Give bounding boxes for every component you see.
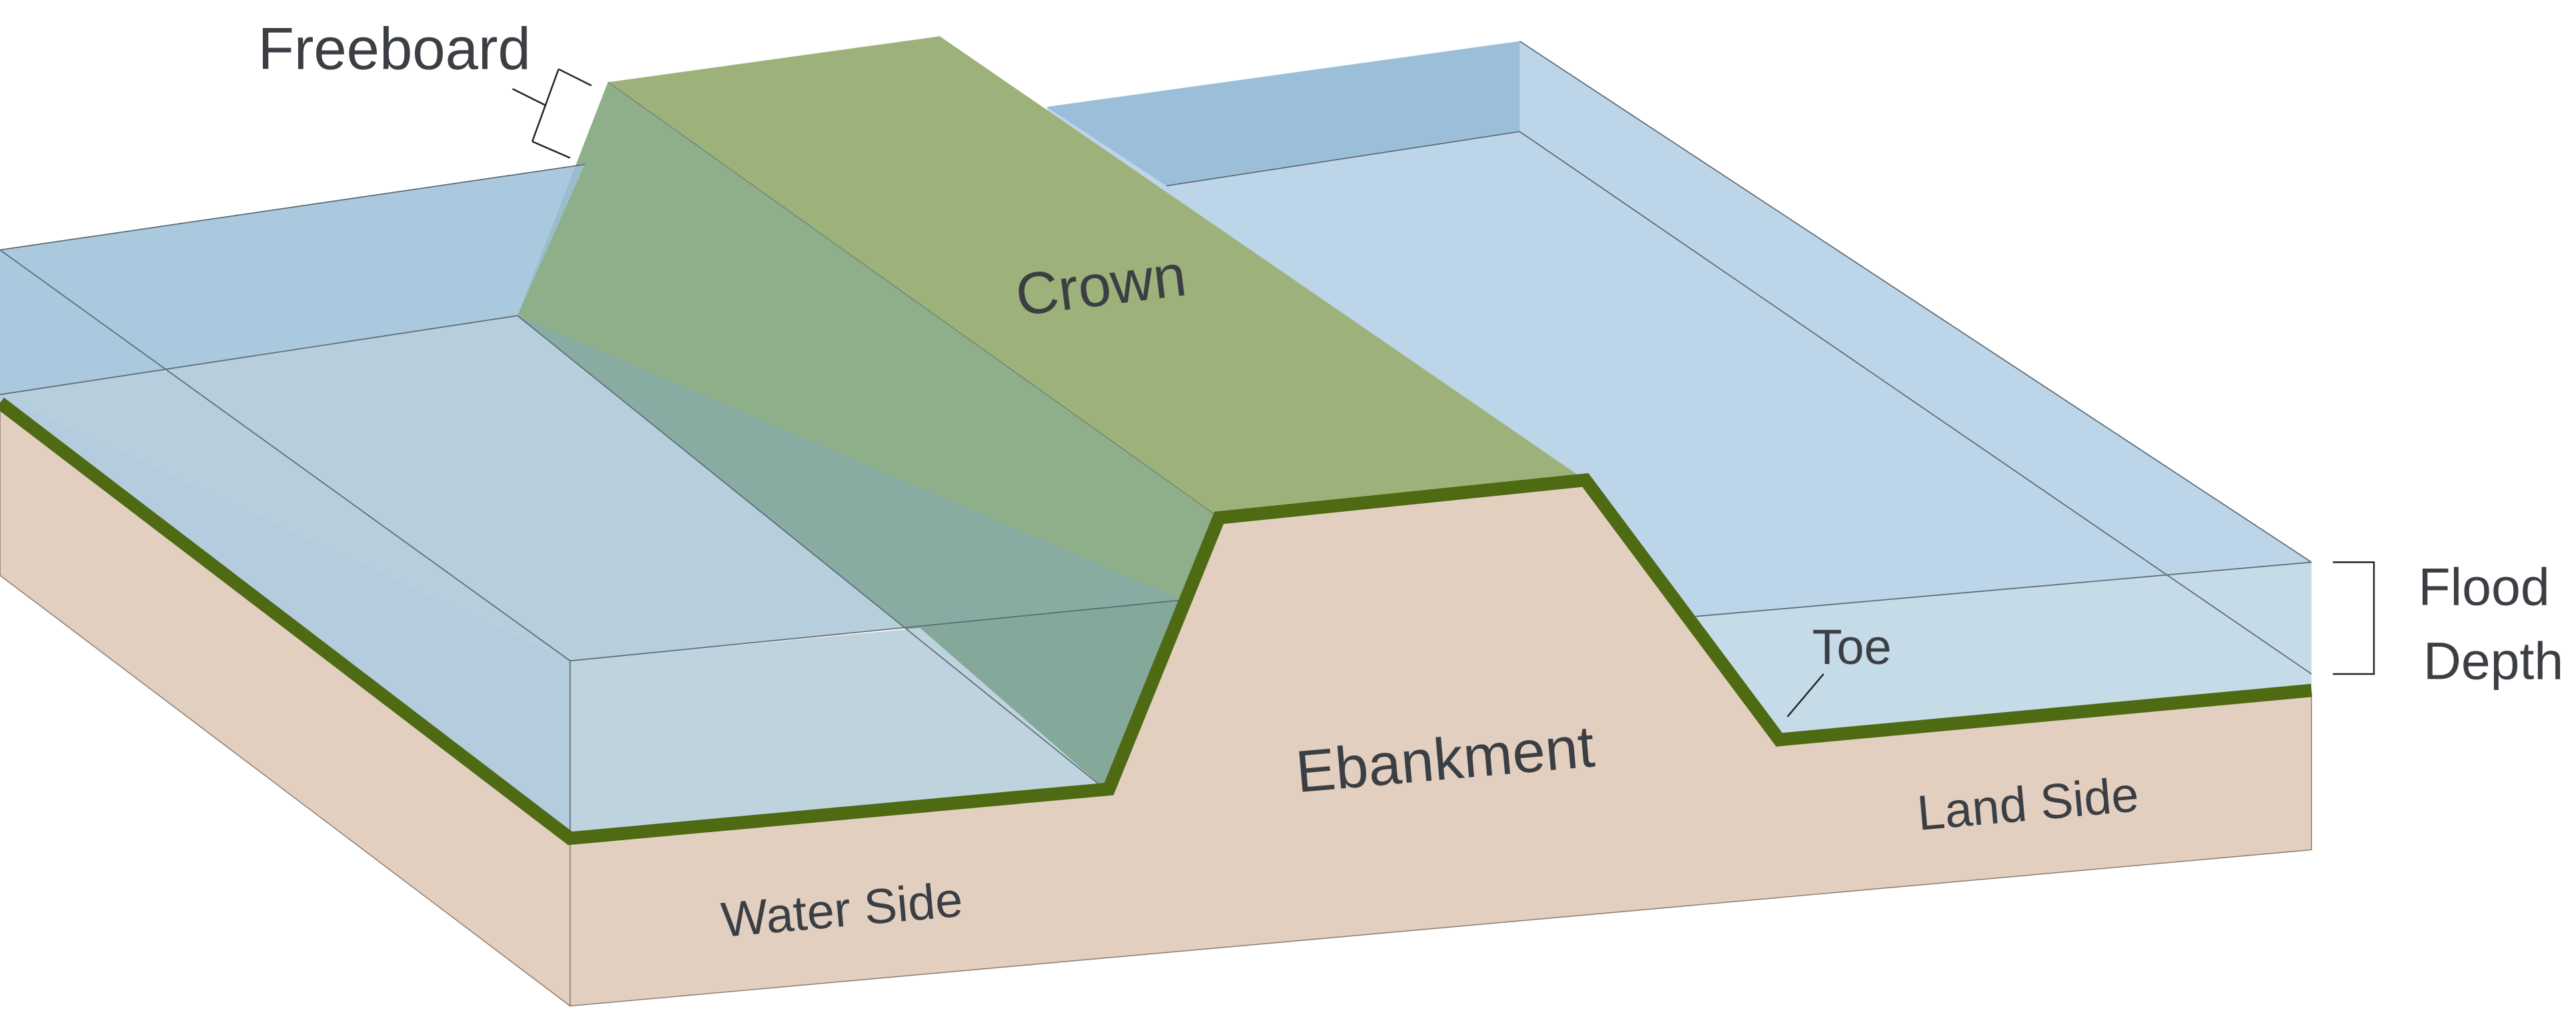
water-side-water-left-face (0, 250, 570, 842)
flood-depth-label-line2: Depth (2423, 631, 2563, 690)
freeboard-bracket (512, 68, 592, 159)
crown-surface (608, 36, 1585, 518)
toe-arrow (1786, 673, 1824, 717)
flood-depth-bracket (2333, 561, 2375, 675)
grass-line (0, 397, 2313, 846)
toe-label: Toe (1812, 619, 1892, 675)
flood-depth-label-line1: Flood (2419, 558, 2550, 617)
slope-front-through-water (920, 600, 1183, 793)
freeboard-label: Freeboard (258, 16, 531, 82)
land-side-water-front (1695, 562, 2312, 740)
water-side-water-front (570, 627, 1109, 842)
